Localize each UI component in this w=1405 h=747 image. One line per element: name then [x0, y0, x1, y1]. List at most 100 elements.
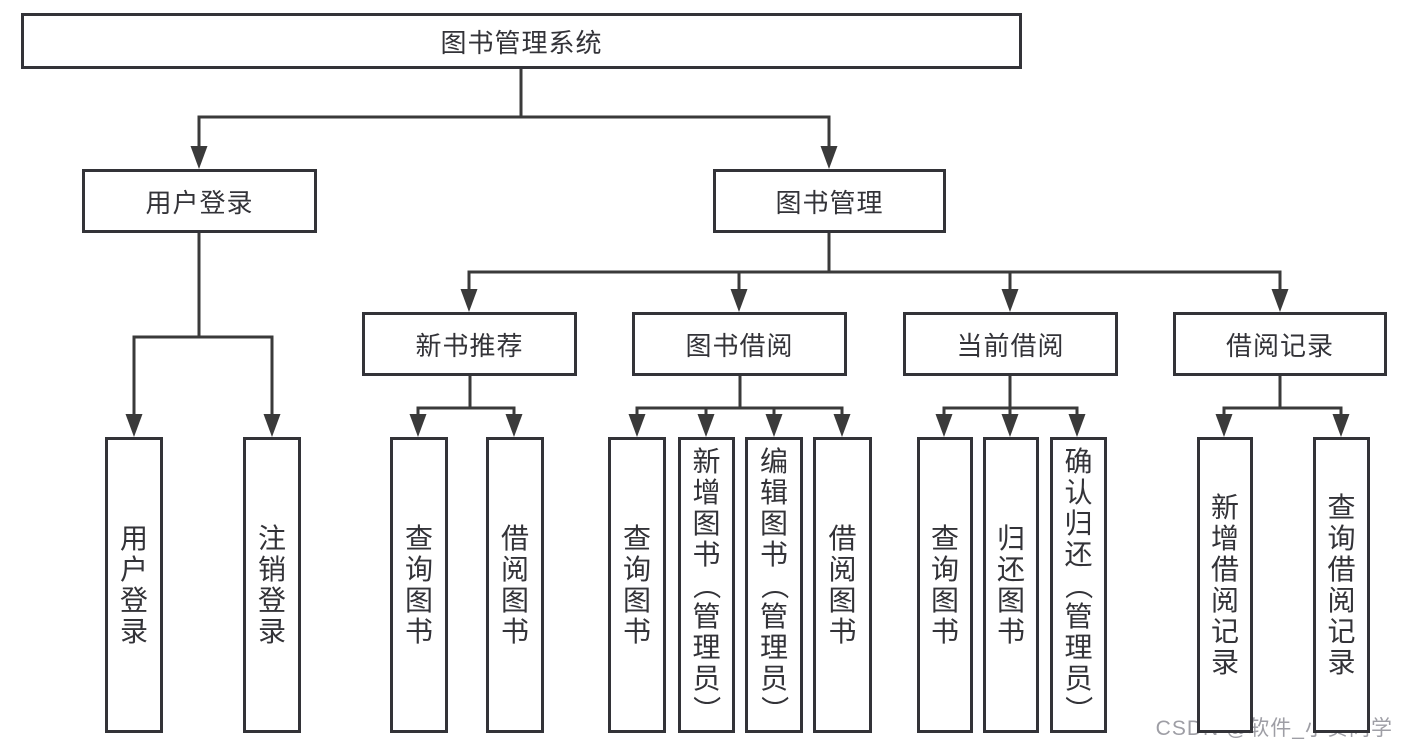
node-label-book-borrow: 图书借阅 [685, 330, 794, 361]
label-char: 录 [119, 616, 148, 647]
arrowhead-icon [125, 414, 143, 437]
node-label-leaf-bb-edit: 编辑图书（管理员） [748, 440, 800, 730]
node-label-leaf-cb-return: 归还图书 [986, 440, 1036, 730]
arrowhead-icon [1001, 414, 1019, 437]
arrowhead-icon [1001, 289, 1019, 312]
label-char: 还 [1064, 538, 1093, 570]
node-label-leaf-logout: 注销登录 [246, 440, 298, 730]
label-char: （ [758, 570, 790, 600]
label-char: 书 [996, 616, 1025, 647]
node-root: 图书管理系统 [21, 13, 1022, 69]
node-new-book-rec: 新书推荐 [362, 312, 577, 376]
label-char: 录 [257, 616, 286, 647]
label-char: 确 [1064, 445, 1093, 477]
label-char: 辑 [759, 476, 788, 508]
node-leaf-rec-query: 查询图书 [390, 437, 448, 733]
label-char: 图 [930, 585, 959, 616]
label-char: 理 [692, 631, 721, 663]
label-char: ） [690, 694, 722, 724]
node-book-mgmt: 图书管理 [713, 169, 946, 233]
label-char: 询 [930, 554, 959, 585]
label-char: 销 [257, 554, 286, 585]
arrowhead-icon [460, 289, 478, 312]
node-label-user-login: 用户登录 [145, 187, 254, 218]
arrowhead-icon [833, 414, 851, 437]
label-char: 户 [119, 554, 148, 585]
node-leaf-br-query: 查询借阅记录 [1313, 437, 1370, 733]
label-char: 查 [622, 523, 651, 554]
arrowhead-icon [765, 414, 783, 437]
label-char: 员 [692, 662, 721, 694]
arrowhead-icon [628, 414, 646, 437]
label-char: 录 [1210, 647, 1239, 678]
arrowhead-icon [409, 414, 427, 437]
label-char: 借 [828, 523, 857, 554]
node-leaf-bb-query: 查询图书 [608, 437, 666, 733]
arrowhead-icon [505, 414, 523, 437]
node-leaf-bb-add: 新增图书（管理员） [678, 437, 735, 733]
arrowhead-icon [820, 146, 838, 169]
node-label-leaf-bb-query: 查询图书 [611, 440, 663, 730]
label-char: 图 [692, 507, 721, 539]
label-char: 理 [759, 631, 788, 663]
label-char: 图 [996, 585, 1025, 616]
label-char: 管 [1064, 600, 1093, 632]
connector-borrow-records-to-leaves [1215, 376, 1350, 437]
label-char: 录 [1327, 647, 1356, 678]
label-char: 新 [692, 445, 721, 477]
label-char: 查 [1327, 492, 1356, 523]
node-leaf-bb-borrow: 借阅图书 [813, 437, 872, 733]
label-char: （ [1062, 570, 1094, 600]
connector-current-borrow-to-leaves [935, 376, 1086, 437]
arrowhead-icon [1332, 414, 1350, 437]
label-char: 用 [119, 523, 148, 554]
label-char: 还 [996, 554, 1025, 585]
label-char: 书 [930, 616, 959, 647]
label-char: 查 [930, 523, 959, 554]
label-char: 归 [996, 523, 1025, 554]
label-char: 图 [759, 507, 788, 539]
label-char: 图 [828, 585, 857, 616]
node-leaf-rec-borrow: 借阅图书 [486, 437, 544, 733]
label-char: ） [758, 694, 790, 724]
label-char: 阅 [828, 554, 857, 585]
label-char: 员 [1064, 662, 1093, 694]
label-char: 阅 [1210, 585, 1239, 616]
label-char: 书 [759, 538, 788, 570]
label-char: 阅 [1327, 585, 1356, 616]
label-char: 登 [257, 585, 286, 616]
label-char: 员 [759, 662, 788, 694]
node-leaf-bb-edit: 编辑图书（管理员） [745, 437, 803, 733]
arrowhead-icon [1068, 414, 1086, 437]
label-char: 书 [500, 616, 529, 647]
label-char: 增 [692, 476, 721, 508]
label-char: ） [1062, 694, 1094, 724]
node-leaf-br-add: 新增借阅记录 [1197, 437, 1253, 733]
node-leaf-cb-query: 查询图书 [917, 437, 973, 733]
node-current-borrow: 当前借阅 [903, 312, 1118, 376]
label-char: 书 [828, 616, 857, 647]
connector-new-book-rec-to-leaves [409, 376, 523, 437]
label-char: 询 [404, 554, 433, 585]
label-char: 借 [1327, 554, 1356, 585]
node-label-root: 图书管理系统 [440, 27, 603, 58]
label-char: 询 [1327, 523, 1356, 554]
node-book-borrow: 图书借阅 [632, 312, 847, 376]
node-label-borrow-records: 借阅记录 [1225, 330, 1334, 361]
label-char: 阅 [500, 554, 529, 585]
arrowhead-icon [263, 414, 281, 437]
label-char: 增 [1210, 523, 1239, 554]
node-label-leaf-rec-query: 查询图书 [393, 440, 445, 730]
label-char: 书 [404, 616, 433, 647]
connector-book-mgmt-to-level3 [460, 233, 1289, 312]
node-leaf-logout: 注销登录 [243, 437, 301, 733]
node-label-book-mgmt: 图书管理 [775, 187, 884, 218]
label-char: 图 [500, 585, 529, 616]
label-char: 图 [404, 585, 433, 616]
label-char: 归 [1064, 507, 1093, 539]
node-label-leaf-bb-borrow: 借阅图书 [816, 440, 869, 730]
label-char: （ [690, 570, 722, 600]
node-leaf-cb-return: 归还图书 [983, 437, 1039, 733]
label-char: 新 [1210, 492, 1239, 523]
